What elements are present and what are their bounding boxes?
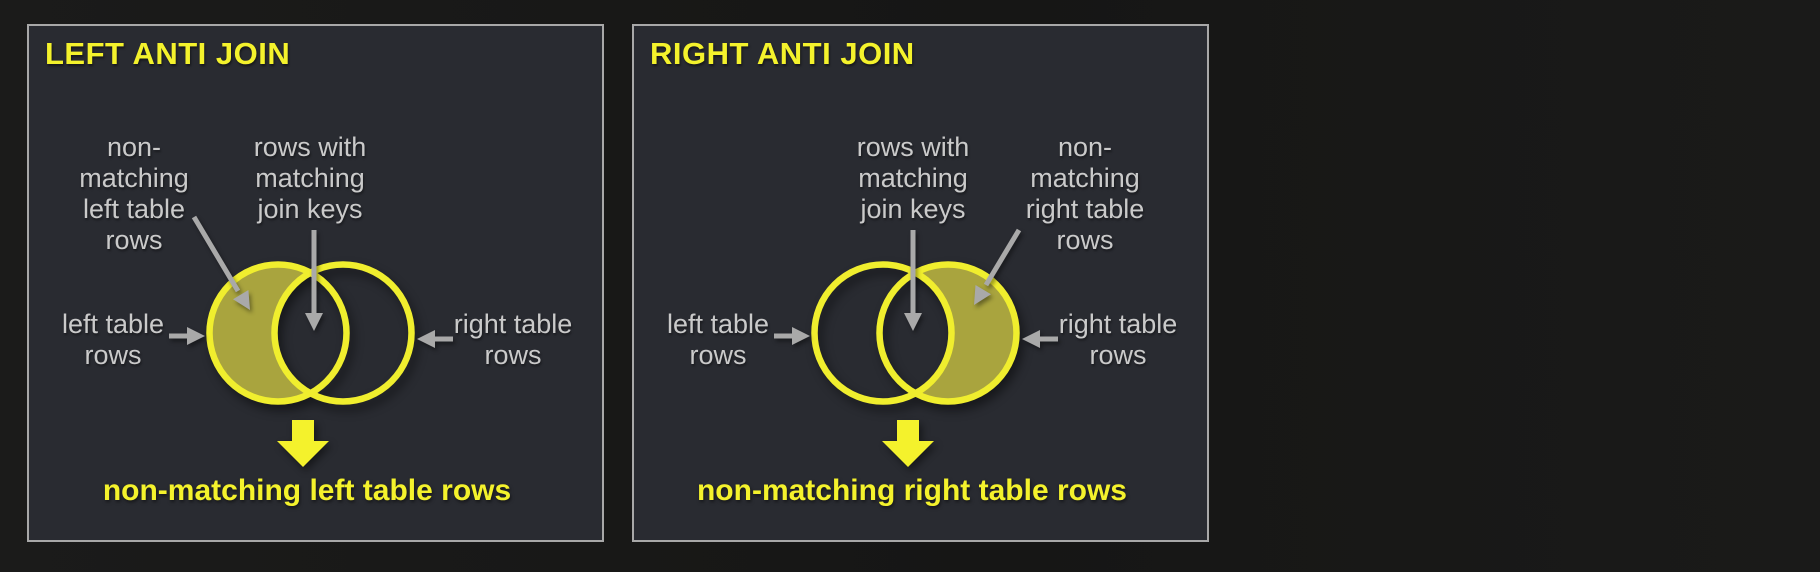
matching-join-keys-label: rows with matching join keys bbox=[856, 132, 970, 224]
nonmatching-rows-label: non- matching left table rows bbox=[79, 132, 189, 255]
venn-diagram-left-anti bbox=[169, 215, 453, 467]
left-circle bbox=[206, 261, 350, 405]
nonmatching-rows-label: non- matching right table rows bbox=[1025, 132, 1145, 255]
down-arrow-icon bbox=[277, 420, 329, 467]
panel-title: RIGHT ANTI JOIN bbox=[650, 36, 915, 71]
matching-keys-arrow-icon bbox=[305, 230, 323, 331]
left-table-arrow-icon bbox=[169, 327, 205, 345]
venn-diagram-right-anti bbox=[774, 228, 1058, 467]
result-caption: non-matching right table rows bbox=[696, 474, 1127, 507]
left-table-arrow-icon bbox=[774, 327, 810, 345]
nonmatching-arrow-icon bbox=[974, 228, 1022, 305]
panel-right-anti-join: RIGHT ANTI JOIN rows with matching join … bbox=[632, 24, 1209, 542]
matching-keys-arrow-icon bbox=[904, 230, 922, 331]
result-caption: non-matching left table rows bbox=[102, 474, 512, 507]
right-circle bbox=[876, 261, 1020, 405]
panel-title: LEFT ANTI JOIN bbox=[45, 36, 291, 71]
nonmatching-arrow-icon bbox=[191, 215, 250, 310]
panel-left-anti-join: LEFT ANTI JOIN non- matching left table … bbox=[27, 24, 604, 542]
right-table-rows-label: right table rows bbox=[1058, 309, 1178, 370]
right-circle bbox=[271, 261, 415, 405]
right-table-arrow-icon bbox=[1022, 330, 1058, 348]
left-table-rows-label: left table rows bbox=[666, 309, 770, 370]
left-circle bbox=[811, 261, 955, 405]
right-table-arrow-icon bbox=[417, 330, 453, 348]
right-table-rows-label: right table rows bbox=[453, 309, 573, 370]
left-table-rows-label: left table rows bbox=[61, 309, 165, 370]
matching-join-keys-label: rows with matching join keys bbox=[253, 132, 367, 224]
down-arrow-icon bbox=[882, 420, 934, 467]
